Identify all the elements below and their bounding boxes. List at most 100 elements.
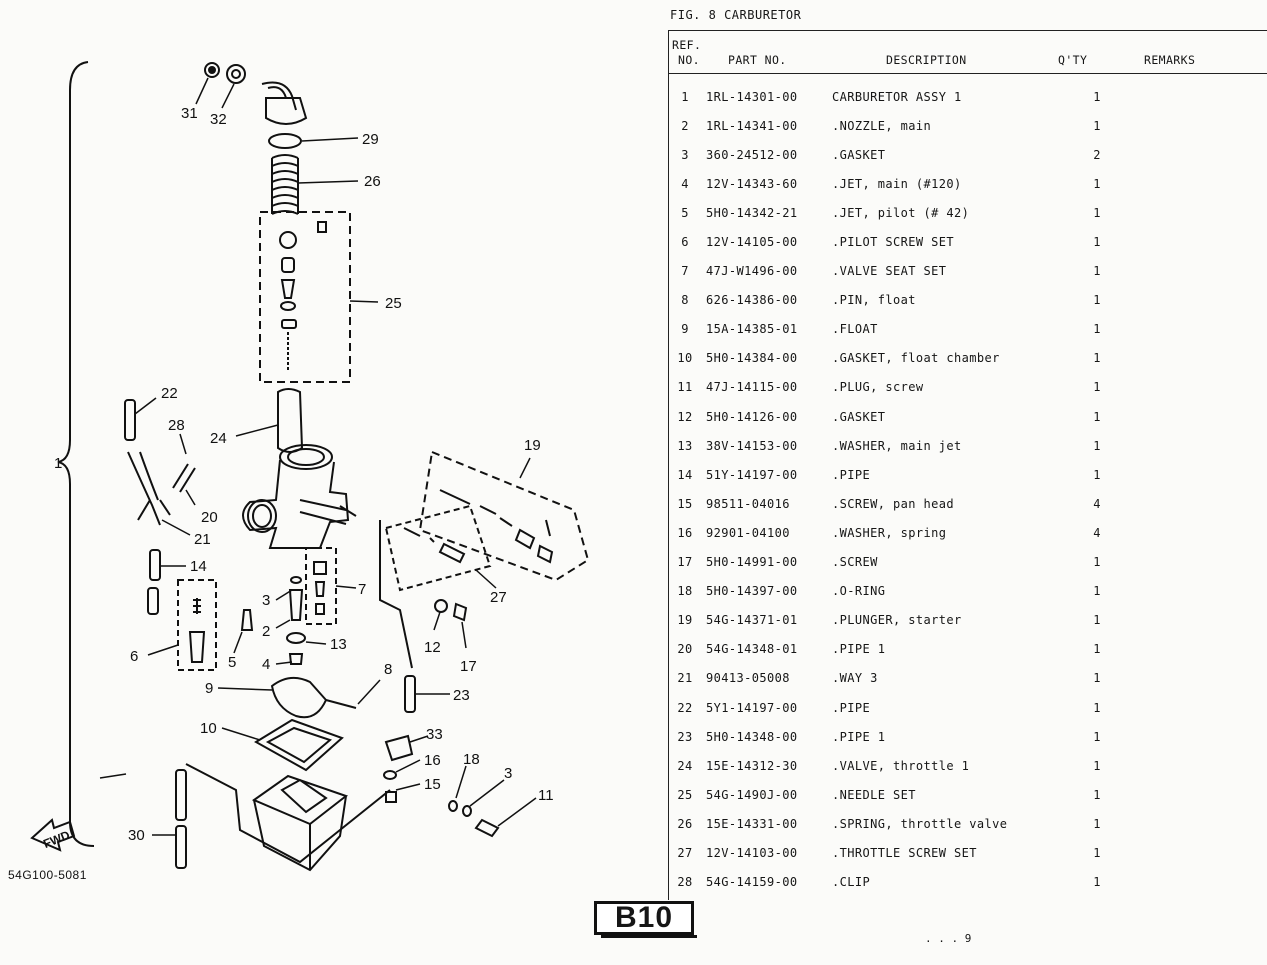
ref-cell: 28	[677, 875, 693, 890]
description-cell: .WASHER, main jet	[832, 438, 962, 453]
ref-cell: 21	[677, 671, 693, 686]
callout-29: 29	[362, 131, 379, 148]
header-rule-bottom	[668, 73, 1267, 74]
callout-labels: 31 32 29 26 25 22 28 24 19 20 21 14 6 5 …	[128, 105, 554, 844]
remarks-cell	[1132, 809, 1267, 838]
callout-18: 18	[463, 751, 480, 768]
remarks-cell	[1132, 664, 1267, 693]
qty-cell: 1	[1093, 875, 1101, 890]
part-30-pipe	[175, 769, 187, 821]
remarks-cell	[1132, 518, 1267, 547]
callout-27: 27	[490, 589, 507, 606]
ref-cell: 1	[681, 89, 689, 104]
remarks-cell	[1132, 635, 1267, 664]
float-chamber	[251, 774, 349, 872]
part-17-screw	[452, 602, 468, 622]
remarks-cell	[1132, 489, 1267, 518]
part-no-cell: 90413-05008	[706, 671, 790, 686]
diagram-code: 54G100-5081	[8, 868, 87, 882]
ref-cell: 18	[677, 584, 693, 599]
description-cell: .VALVE, throttle 1	[832, 758, 970, 773]
description-cell: .NOZZLE, main	[832, 118, 932, 133]
remarks-cell	[1132, 868, 1267, 897]
part-no-cell: 5H0-14126-00	[706, 409, 798, 424]
table-left-rule	[668, 30, 669, 900]
part-no-cell: 5Y1-14197-00	[706, 700, 798, 715]
remarks-cell	[1132, 82, 1267, 111]
remarks-cell	[1132, 140, 1267, 169]
callout-13: 13	[330, 636, 347, 653]
qty-cell: 2	[1093, 147, 1101, 162]
description-cell: .PIPE 1	[832, 729, 886, 744]
remarks-cell	[1132, 257, 1267, 286]
part-no-cell: 15E-14331-00	[706, 816, 798, 831]
part-no-cell: 1RL-14301-00	[706, 89, 798, 104]
remarks-cell	[1132, 548, 1267, 577]
description-cell: .VALVE SEAT SET	[832, 264, 947, 279]
description-cell: .NEEDLE SET	[832, 787, 916, 802]
remarks-cell	[1132, 373, 1267, 402]
remarks-cell	[1132, 286, 1267, 315]
part-15-screw	[385, 791, 397, 803]
part-18-oring	[448, 800, 458, 812]
part-no-cell: 15A-14385-01	[706, 322, 798, 337]
leader-lines	[99, 77, 537, 836]
ref-cell: 24	[677, 758, 693, 773]
description-cell: .GASKET	[832, 147, 886, 162]
part-no-cell: 38V-14153-00	[706, 438, 798, 453]
description-cell: .CLIP	[832, 875, 871, 890]
ref-cell: 26	[677, 816, 693, 831]
description-cell: .JET, pilot (# 42)	[832, 205, 970, 220]
throttle-cable-fitting	[261, 81, 308, 125]
qty-cell: 1	[1093, 787, 1101, 802]
part-no-cell: 92901-04100	[706, 525, 790, 540]
remarks-cell	[1132, 198, 1267, 227]
part-no-cell: 54G-1490J-00	[706, 787, 798, 802]
part-no-cell: 360-24512-00	[706, 147, 798, 162]
part-13-washer	[286, 632, 306, 644]
part-24-throttle-valve	[277, 388, 304, 453]
description-cell: .SCREW, pan head	[832, 496, 954, 511]
part-19-starter-plunger-box	[418, 450, 590, 582]
callout-12: 12	[424, 639, 441, 656]
ref-cell: 13	[677, 438, 693, 453]
remarks-cell	[1132, 577, 1267, 606]
callout-24: 24	[210, 430, 227, 447]
part-9-float	[270, 676, 328, 719]
description-cell: .PILOT SCREW SET	[832, 235, 954, 250]
header-description: DESCRIPTION	[886, 53, 967, 67]
ref-cell: 7	[681, 264, 689, 279]
description-cell: .WAY 3	[832, 671, 878, 686]
callout-16: 16	[424, 752, 441, 769]
qty-cell: 1	[1093, 816, 1101, 831]
ref-cell: 10	[677, 351, 693, 366]
ref-cell: 19	[677, 613, 693, 628]
part-no-cell: 5H0-14342-21	[706, 205, 798, 220]
callout-19: 19	[524, 437, 541, 454]
qty-cell: 1	[1093, 176, 1101, 191]
qty-cell: 1	[1093, 584, 1101, 599]
qty-cell: 1	[1093, 118, 1101, 133]
ref-cell: 4	[681, 176, 689, 191]
part-no-cell: 12V-14105-00	[706, 235, 798, 250]
carburetor-body	[242, 444, 357, 549]
callout-20: 20	[201, 509, 218, 526]
ref-cell: 16	[677, 525, 693, 540]
part-22-pipe	[124, 399, 136, 441]
description-cell: .GASKET, float chamber	[832, 351, 1000, 366]
description-cell: .WASHER, spring	[832, 525, 947, 540]
qty-cell: 1	[1093, 380, 1101, 395]
remarks-cell	[1132, 780, 1267, 809]
